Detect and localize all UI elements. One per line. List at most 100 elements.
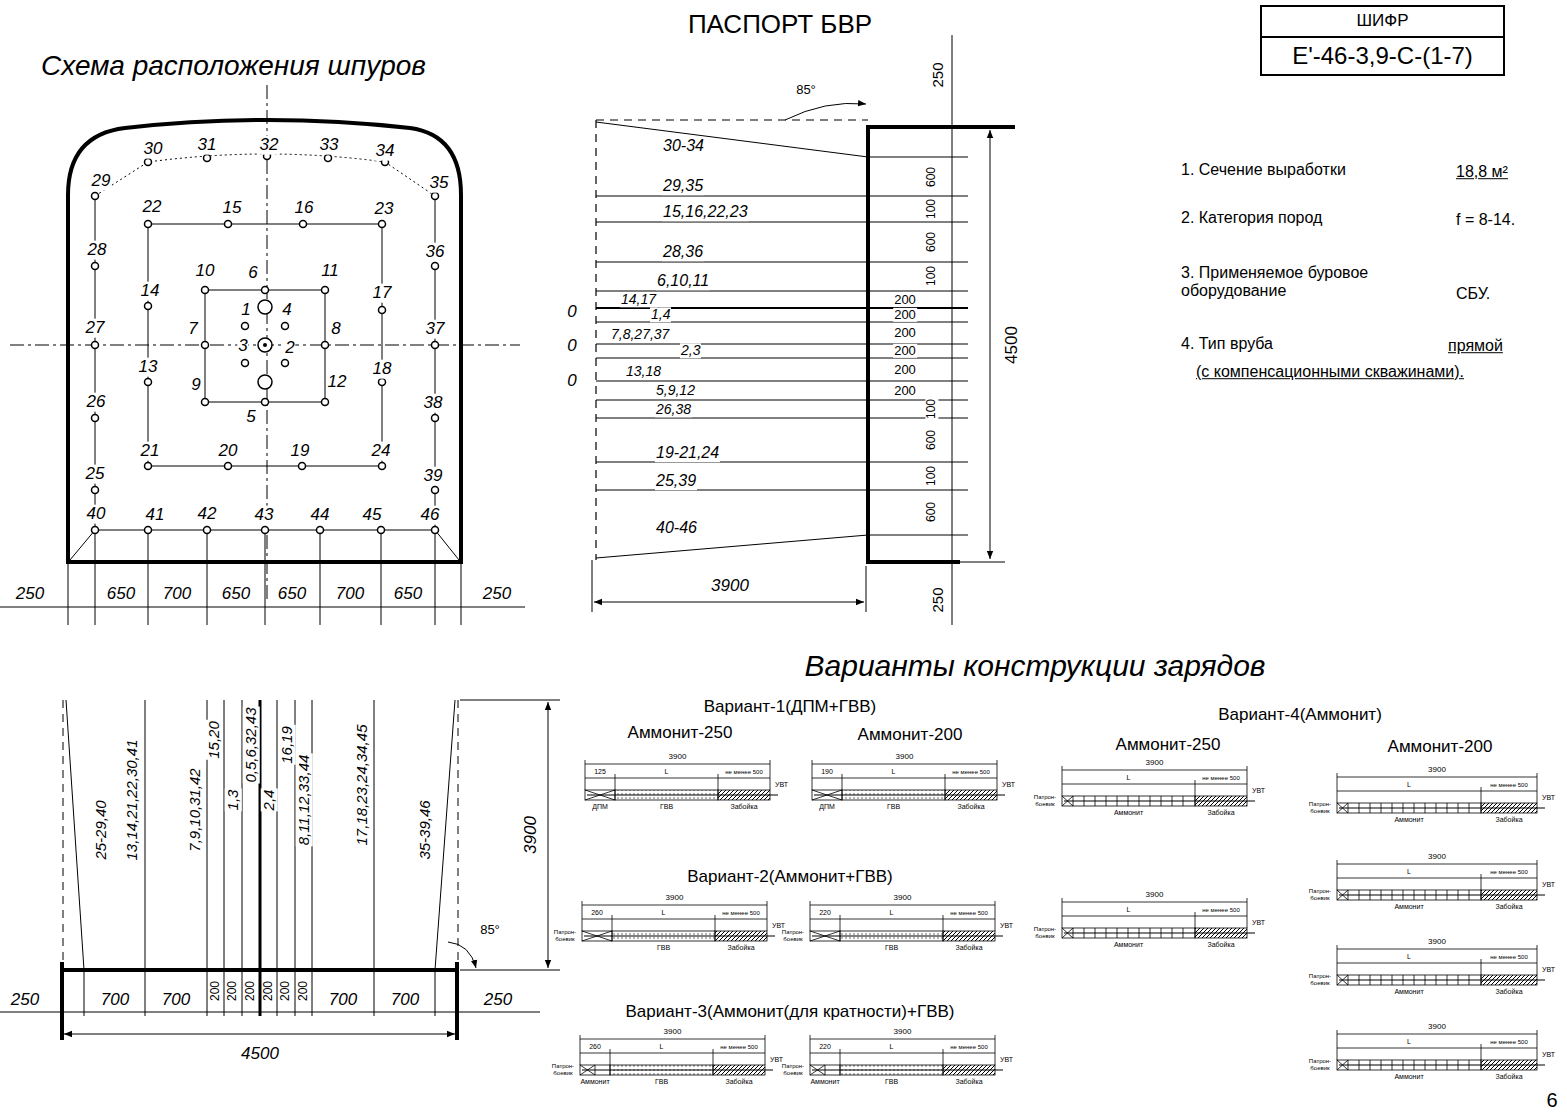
charge-line — [580, 1035, 581, 1065]
dimension: 600 — [925, 231, 938, 253]
front-view-part — [148, 224, 382, 466]
blast-hole — [204, 527, 211, 534]
front-view-part — [435, 530, 459, 560]
blast-hole — [225, 463, 232, 470]
dimension: не менее 500 — [1201, 907, 1240, 914]
blast-hole — [379, 221, 386, 228]
hole-number: 17 — [372, 284, 393, 303]
section-view-part — [785, 103, 866, 120]
hole-number: 46 — [420, 506, 441, 525]
charge-line — [1337, 1030, 1338, 1060]
dimension: 220 — [818, 1043, 832, 1051]
hole-number: 40 — [86, 505, 107, 524]
charge-line — [1537, 945, 1538, 975]
charge-part: Аммонит — [579, 1078, 610, 1086]
variant-header: Аммонит-200 — [1387, 738, 1494, 757]
charge-line — [582, 919, 767, 920]
dimension: 200 — [262, 980, 275, 1002]
dimension: 260 — [590, 909, 604, 917]
dimension: 200 — [893, 344, 917, 358]
section-view-part — [868, 157, 968, 158]
charge-line — [1339, 979, 1545, 980]
plan-view-part — [374, 700, 375, 1016]
dimension: 3900 — [710, 577, 750, 596]
dimension: не менее 500 — [719, 1044, 758, 1051]
charge-part: Аммонит — [1393, 1073, 1424, 1081]
hole-group: 28,36 — [662, 243, 704, 261]
charge-line — [1481, 787, 1482, 803]
blast-hole — [379, 307, 386, 314]
dimension: не менее 500 — [1489, 782, 1528, 789]
charge-line — [1062, 902, 1247, 903]
charge-part: Забойка — [1494, 988, 1523, 996]
dimension: не менее 500 — [1489, 869, 1528, 876]
hole-number: 14 — [140, 282, 161, 301]
dimension: не менее 500 — [721, 910, 760, 917]
hole-number: 41 — [145, 506, 166, 525]
plan-view-part — [224, 700, 225, 1016]
charge-part: Забойка — [954, 944, 983, 952]
dimension: 700 — [100, 991, 130, 1010]
dimension: 200 — [279, 980, 292, 1002]
charge-line — [713, 1049, 714, 1065]
dimension: не менее 500 — [1201, 775, 1240, 782]
blast-hole — [432, 342, 439, 349]
blast-hole — [379, 379, 386, 386]
charge-line — [1337, 791, 1537, 792]
hole-group: 30-34 — [662, 137, 705, 155]
blast-hole — [202, 342, 209, 349]
hole-number: 44 — [310, 506, 331, 525]
cord-label: УВТ — [1001, 781, 1016, 789]
charge-part: Аммонит — [1393, 903, 1424, 911]
plan-view — [0, 700, 560, 1040]
compensation-hole — [258, 338, 272, 352]
charge-part: ГВВ — [659, 803, 674, 811]
charge-part: Патрон-боевик — [1304, 888, 1336, 901]
info-value: СБУ. — [1455, 285, 1491, 303]
blast-hole — [300, 221, 307, 228]
dimension: 260 — [588, 1043, 602, 1051]
dimension: 3900 — [1145, 891, 1165, 900]
section-view — [592, 35, 1015, 625]
hole-number: 43 — [254, 506, 275, 525]
compensation-hole — [258, 300, 272, 314]
section-view-part — [596, 418, 968, 419]
charge-part: Патрон-боевик — [1029, 794, 1061, 807]
plan-view-part — [145, 700, 146, 1016]
hole-group: 5,9,12 — [655, 383, 696, 398]
charge-line — [1481, 874, 1482, 890]
hole-number: 5 — [245, 408, 256, 427]
dimension: L — [664, 768, 670, 776]
dimension: L — [1126, 774, 1132, 782]
blast-hole — [242, 323, 249, 330]
section-view-part — [595, 120, 596, 560]
charge-line — [1195, 912, 1196, 928]
dimension: 200 — [893, 384, 917, 398]
section-view-part — [868, 127, 1005, 128]
hole-number: 42 — [197, 505, 218, 524]
charge-line — [585, 760, 586, 790]
dimension: 3900 — [522, 815, 541, 855]
blast-hole — [204, 155, 211, 162]
dimension: 600 — [925, 166, 938, 188]
dimension: 700 — [335, 585, 365, 604]
dimension: 250 — [482, 585, 512, 604]
dimension: 200 — [226, 980, 239, 1002]
dimension: 200 — [297, 980, 310, 1002]
charge-part: ДПМ — [591, 803, 609, 811]
charge-part: Патрон-боевик — [1029, 926, 1061, 939]
hole-number: 37 — [425, 320, 446, 339]
charge-part: Аммонит — [1113, 809, 1144, 817]
dimension: L — [891, 768, 897, 776]
blast-hole — [92, 342, 99, 349]
cord-label: УВТ — [1541, 794, 1556, 802]
dimension: 3900 — [893, 1028, 913, 1037]
blast-hole — [225, 221, 232, 228]
dimension: 200 — [893, 308, 917, 322]
info-value: прямой — [1447, 337, 1504, 355]
front-view-part — [205, 290, 325, 402]
hole-group: 2,3 — [680, 343, 701, 358]
dimension: L — [661, 909, 667, 917]
charge-line — [1339, 807, 1545, 808]
